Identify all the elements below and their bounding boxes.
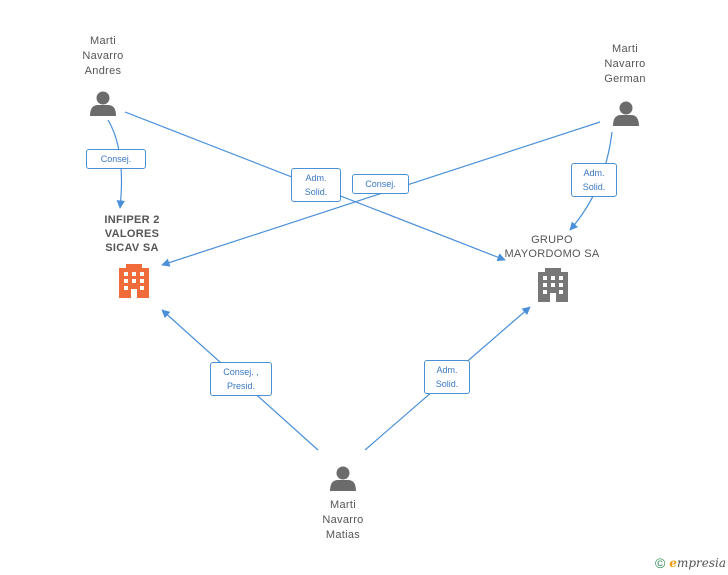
company-label-infiper[interactable]: INFIPER 2 VALORES SICAV SA xyxy=(104,214,160,254)
company-label-grupo[interactable]: GRUPO MAYORDOMO SA xyxy=(504,234,600,260)
building-icon[interactable] xyxy=(119,264,149,298)
person-label-andres[interactable]: Marti Navarro Andres xyxy=(82,35,124,77)
copyright-icon: © xyxy=(654,555,666,571)
edge-label-matias-grupo: Adm. Solid. xyxy=(424,360,470,394)
person-label-german[interactable]: Marti Navarro German xyxy=(604,43,646,85)
edge-label-andres-grupo: Adm. Solid. xyxy=(291,168,341,202)
building-icon[interactable] xyxy=(538,268,568,302)
edge-label-andres-infiper: Consej. xyxy=(86,149,146,169)
edge-label-matias-infiper: Consej. , Presid. xyxy=(210,362,272,396)
edge-label-german-grupo: Adm. Solid. xyxy=(571,163,617,197)
empresia-logo: empresia xyxy=(669,556,726,570)
person-icon[interactable] xyxy=(330,466,356,492)
person-icon[interactable] xyxy=(613,101,639,127)
person-label-matias[interactable]: Marti Navarro Matias xyxy=(322,499,364,541)
footer-brand: © empresia xyxy=(655,555,726,571)
person-icon[interactable] xyxy=(90,91,116,117)
edge-label-german-infiper: Consej. xyxy=(352,174,409,194)
